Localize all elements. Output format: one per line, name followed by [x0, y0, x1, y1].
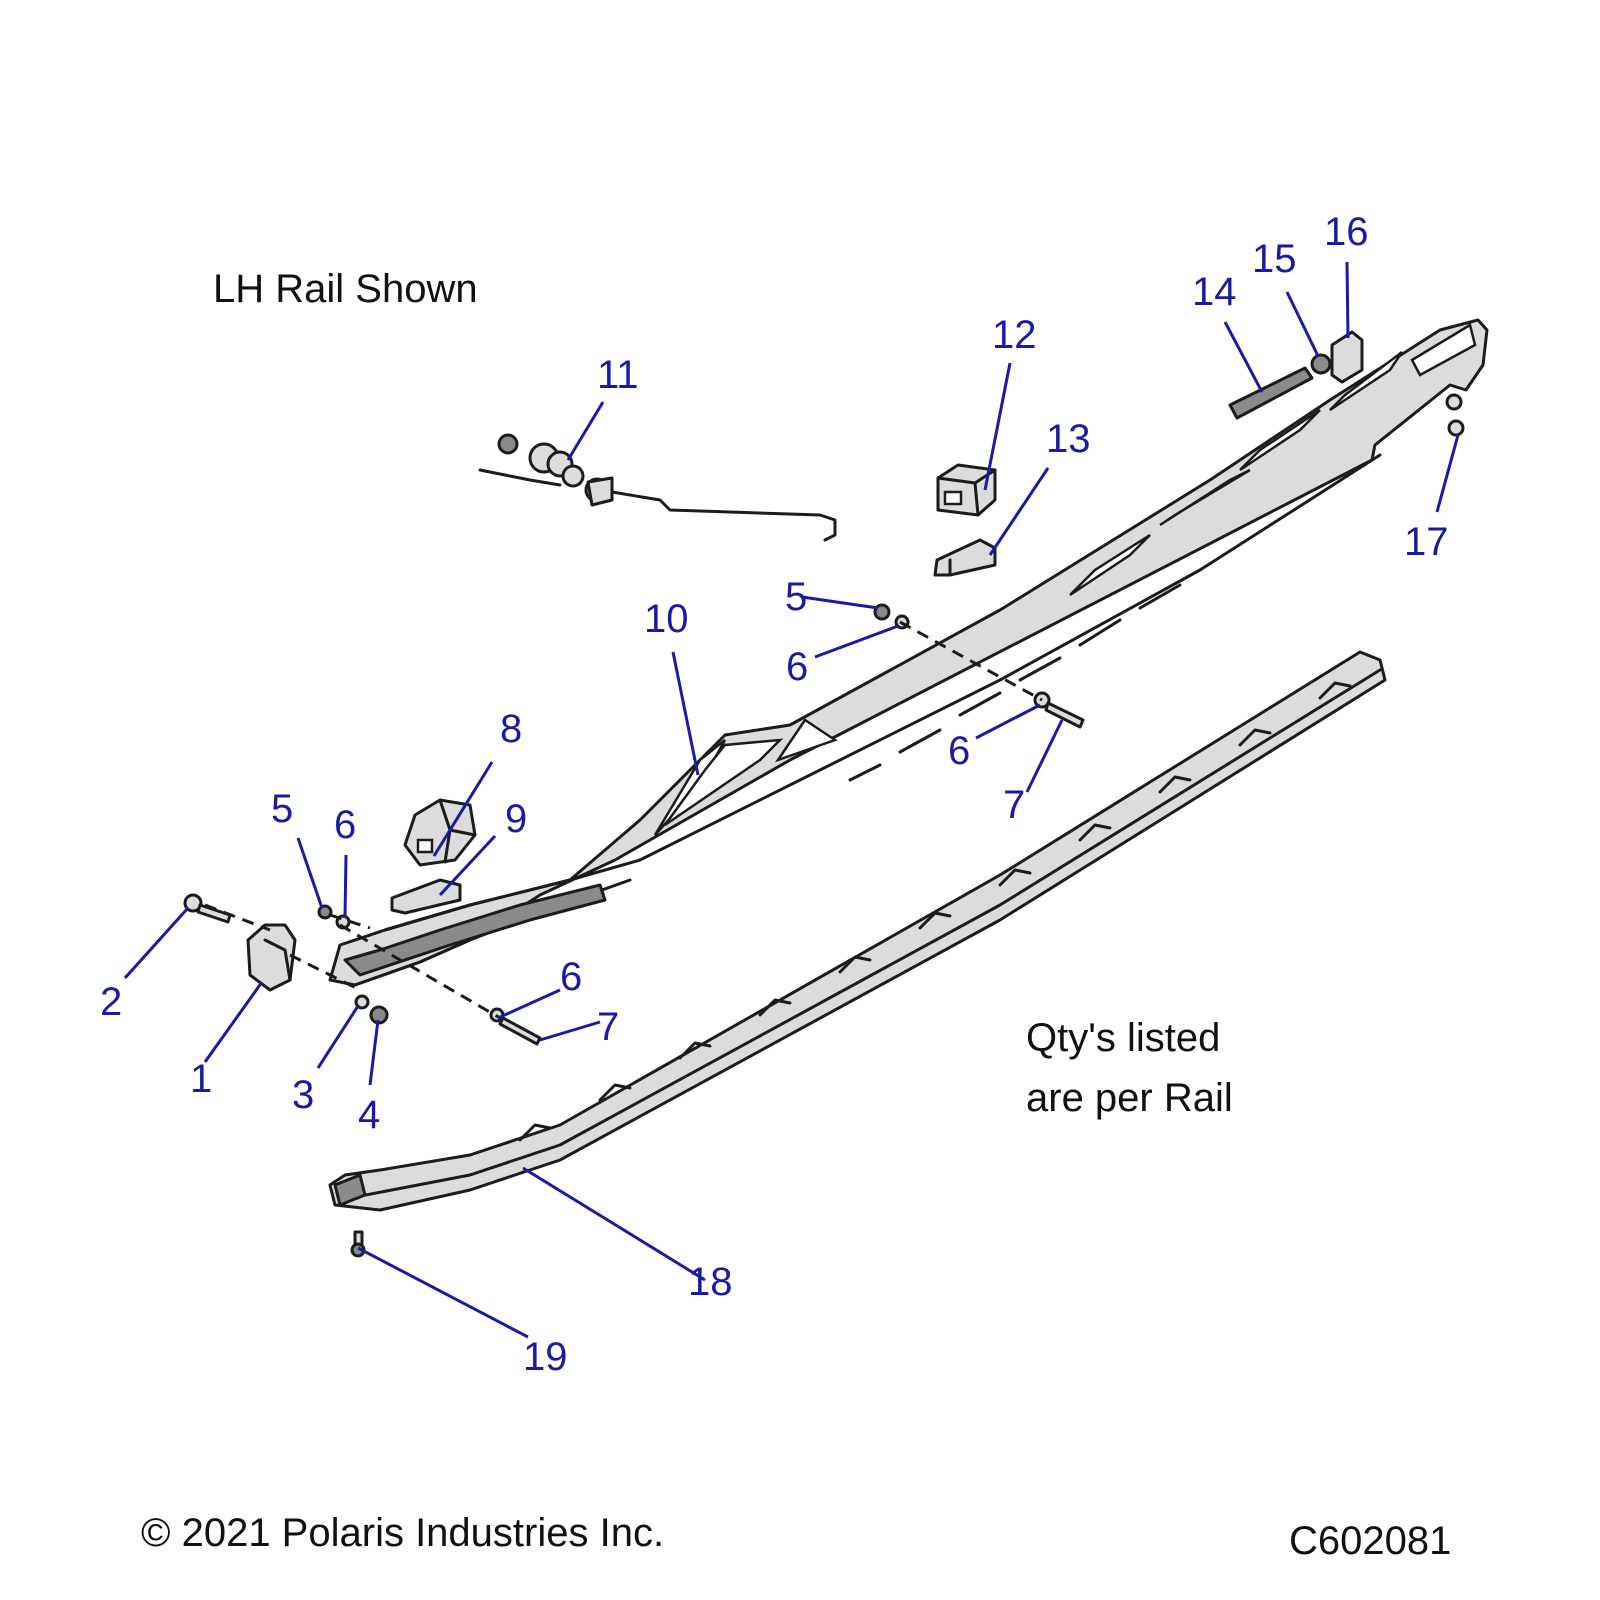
callout-1: 1: [190, 1057, 212, 1101]
wear-strip: [328, 650, 1387, 1212]
diagram-code: C602081: [1289, 1519, 1452, 1563]
callout-7-mid: 7: [1003, 783, 1025, 827]
callout-13: 13: [1046, 417, 1091, 461]
qty-note-line1: Qty's listed: [1026, 1016, 1221, 1060]
callout-17: 17: [1404, 520, 1449, 564]
callout-6-lower: 6: [560, 955, 582, 999]
callout-10: 10: [644, 597, 689, 641]
spring-rod-assembly: [478, 433, 837, 542]
callout-3: 3: [292, 1073, 314, 1117]
pin-13: [933, 538, 997, 577]
callout-19: 19: [523, 1335, 568, 1379]
callout-8: 8: [500, 707, 522, 751]
callout-7-front: 7: [597, 1005, 619, 1049]
callout-6-rear: 6: [948, 729, 970, 773]
callout-15: 15: [1252, 237, 1297, 281]
view-label: LH Rail Shown: [213, 267, 478, 311]
callout-6-mid: 6: [786, 645, 808, 689]
callout-5-front: 5: [271, 787, 293, 831]
callout-14: 14: [1192, 270, 1237, 314]
assembly-lines: [204, 620, 1043, 1020]
block-12: [936, 463, 997, 517]
callout-6-front: 6: [334, 803, 356, 847]
callout-4: 4: [358, 1093, 380, 1137]
qty-note-line2: are per Rail: [1026, 1076, 1233, 1120]
callout-18: 18: [688, 1260, 733, 1304]
callout-12: 12: [992, 313, 1037, 357]
copyright: © 2021 Polaris Industries Inc.: [141, 1511, 665, 1555]
slide-rail: [328, 318, 1489, 987]
callout-2: 2: [100, 980, 122, 1024]
block-8: [403, 798, 477, 867]
small-hardware: [183, 393, 1465, 1258]
callout-16: 16: [1324, 210, 1369, 254]
callout-5-mid: 5: [785, 575, 807, 619]
callout-numbers: 1 2 3 4 5 5 6 6 6 6 7 7 8 9 10 11 12 13 …: [100, 210, 1449, 1379]
tension-bolt: [1228, 330, 1364, 420]
leader-lines: [123, 261, 1460, 1339]
bumper-cap: [246, 923, 297, 992]
pin-9: [390, 878, 462, 915]
callout-9: 9: [505, 797, 527, 841]
callout-11: 11: [597, 353, 639, 397]
